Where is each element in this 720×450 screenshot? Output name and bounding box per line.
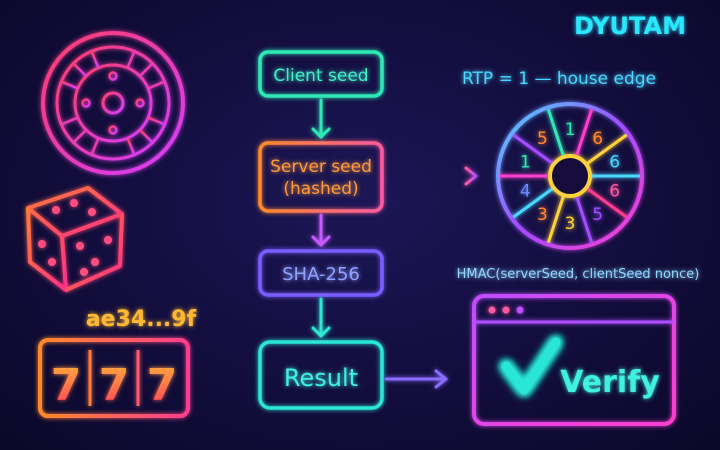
roulette-spoke <box>126 50 136 69</box>
arrow-result-to-verify <box>384 369 448 389</box>
wheel-divider <box>585 186 628 219</box>
server-seed-box <box>258 141 384 213</box>
checkmark-icon <box>501 337 561 395</box>
wheel-divider <box>512 133 555 166</box>
slot-reel-1: 7 <box>51 360 82 411</box>
wheel-number: 5 <box>592 205 603 225</box>
roulette-spoke <box>60 80 79 90</box>
wheel-divider <box>546 194 566 244</box>
wheel-number: 4 <box>520 182 531 202</box>
brand-title: DYUTAM <box>574 12 686 40</box>
roulette-spoke <box>147 80 166 90</box>
client-seed-box <box>258 50 384 98</box>
roulette-wheel-icon <box>41 31 185 175</box>
server-seed-label: Server seed <box>270 157 372 177</box>
wheel-number: 5 <box>537 129 548 149</box>
roulette-spoke <box>126 137 136 156</box>
wheel-divider <box>585 133 628 166</box>
verify-label[interactable]: Verify <box>560 365 660 400</box>
slot-reel-2: 7 <box>99 360 130 411</box>
result-label: Result <box>284 364 358 392</box>
wheel-number: 6 <box>592 129 603 149</box>
dice-icon <box>26 186 124 292</box>
roulette-spoke <box>147 116 166 126</box>
wheel-divider <box>512 186 555 219</box>
wheel-divider <box>574 194 594 244</box>
browser-window-icon: Verify <box>472 294 676 426</box>
slot-reel-3: 7 <box>147 360 178 411</box>
roulette-spoke <box>138 128 154 144</box>
hash-snippet: ae34...9f <box>86 307 197 332</box>
client-seed-label: Client seed <box>273 66 368 86</box>
sha-256-label: SHA-256 <box>282 264 360 285</box>
roulette-spoke <box>72 128 88 144</box>
sha-256-box <box>258 249 384 297</box>
arrow-client-to-server <box>311 98 331 139</box>
wheel-number: 3 <box>565 214 576 234</box>
result-box <box>258 340 384 410</box>
slot-machine-icon: 7 7 7 <box>38 338 190 418</box>
wheel-divider <box>546 108 566 158</box>
roulette-spoke <box>138 62 154 78</box>
wheel-number: 3 <box>537 205 548 225</box>
roulette-spoke <box>60 116 79 126</box>
wheel-number: 1 <box>565 120 576 140</box>
rtp-formula: RTP = 1 — house edge <box>462 69 656 89</box>
roulette-spoke <box>90 137 100 156</box>
arrow-sha-to-result <box>311 297 331 338</box>
server-seed-hashed-label: (hashed) <box>283 179 358 199</box>
arrow-server-to-sha <box>311 213 331 247</box>
arrow-server-to-wheel <box>384 166 478 186</box>
wheel-number: 6 <box>609 182 620 202</box>
wheel-number: 1 <box>520 152 531 172</box>
roulette-spoke <box>72 62 88 78</box>
roulette-spoke <box>90 50 100 69</box>
wheel-number: 6 <box>609 152 620 172</box>
hmac-formula: HMAC(serverSeed, clientSeed nonce) <box>457 267 700 282</box>
wheel-divider <box>574 108 594 158</box>
